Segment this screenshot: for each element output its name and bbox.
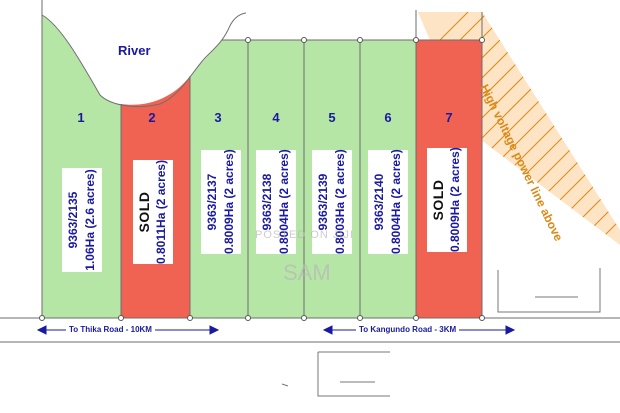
plot-label-3: 9363/2137 0.8009Ha (2 acres) — [201, 149, 241, 254]
road-label-kangundo: To Kangundo Road - 3KM — [356, 325, 460, 334]
plot-2-status: SOLD — [136, 191, 152, 233]
plot-3-parcel: 9363/2137 — [205, 173, 219, 231]
plot-number-2: 2 — [148, 110, 156, 125]
plot-number-5: 5 — [328, 110, 336, 125]
road-label-thika: To Thika Road - 10KM — [66, 325, 155, 334]
watermark-line-2: SAM — [283, 260, 331, 285]
plot-number-6: 6 — [384, 110, 392, 125]
plot-6-area: 0.8004Ha (2 acres) — [389, 149, 403, 254]
plot-7-status: SOLD — [430, 179, 446, 221]
plot-boundaries — [0, 0, 620, 343]
plot-7-area: 0.8009Ha (2 acres) — [448, 147, 462, 252]
map-markings — [281, 268, 601, 397]
plot-2-area: 0.8011Ha (2 acres) — [154, 159, 168, 264]
plot-number-3: 3 — [214, 110, 222, 125]
river-label: River — [118, 43, 151, 58]
plot-number-7: 7 — [445, 110, 453, 125]
plot-number-1: 1 — [77, 110, 85, 125]
watermark-line-1: POSTED ON JIJI — [255, 229, 354, 241]
plot-label-7: SOLD 0.8009Ha (2 acres) — [427, 147, 467, 252]
plot-label-1: 9363/2135 1.06Ha (2.6 acres) — [62, 168, 102, 272]
plot-label-6: 9363/2140 0.8004Ha (2 acres) — [368, 149, 408, 254]
plot-label-2: SOLD 0.8011Ha (2 acres) — [133, 160, 173, 264]
plot-3-area: 0.8009Ha (2 acres) — [222, 149, 236, 254]
plot-number-4: 4 — [272, 110, 280, 125]
plot-1 — [42, 15, 121, 318]
plot-1-parcel: 9363/2135 — [66, 191, 80, 249]
plot-corner-pins — [39, 37, 485, 321]
plot-1-area: 1.06Ha (2.6 acres) — [83, 169, 97, 271]
plot-6-parcel: 9363/2140 — [372, 173, 386, 231]
